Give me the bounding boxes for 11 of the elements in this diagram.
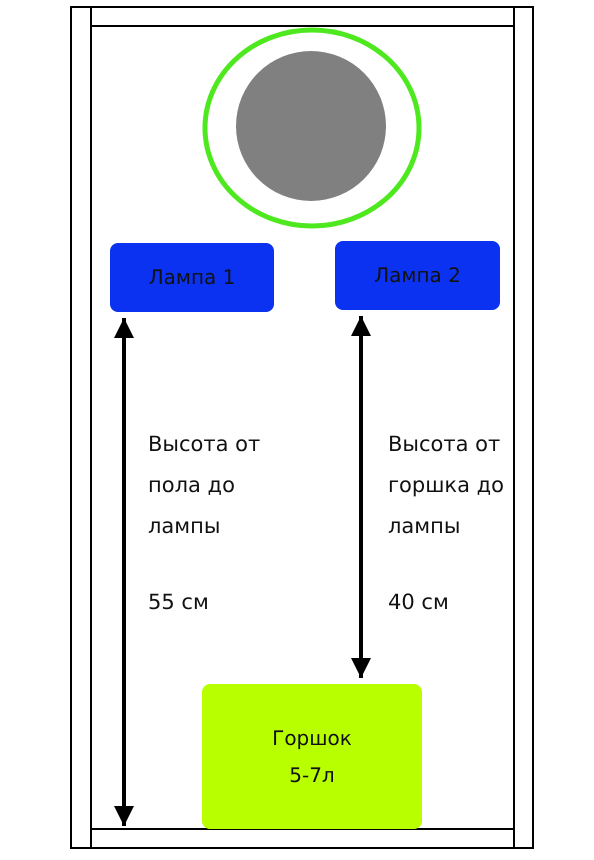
dimension-label: 40 см [388,589,449,616]
lamp-box [110,243,274,312]
dimension-label: 55 см [148,589,209,616]
dimension-label: Высота от пола до лампы [148,431,262,540]
dimension-label: Высота от горшка до лампы [388,431,506,540]
lamp-box [335,241,500,310]
pot-box [202,684,422,829]
double-arrow [351,316,371,678]
node-label: Горшок 5-7л [271,724,353,788]
node-label: Лампа 2 [374,262,461,289]
node-label: Лампа 1 [148,264,236,291]
